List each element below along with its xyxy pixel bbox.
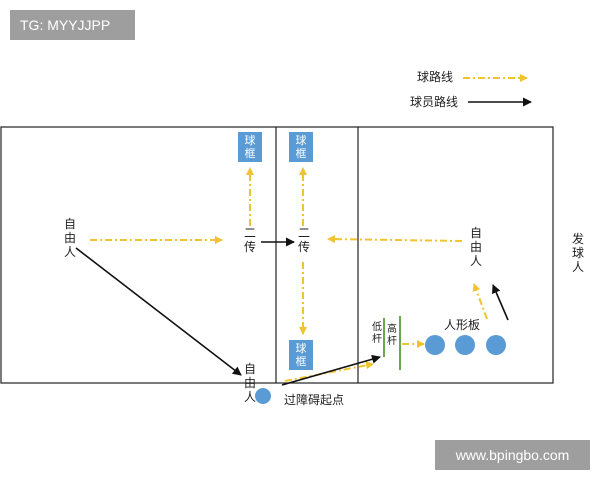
obstacle-start-label: 过障碍起点 (284, 393, 345, 407)
mannequin-3 (486, 335, 506, 355)
free-player-bottom-label: 自由人 (243, 362, 256, 404)
player-path-free-diagonal (75, 247, 242, 376)
low-pole-label: 低杆 (372, 322, 382, 345)
watermark-top-text: TG: MYYJJPP (20, 17, 111, 33)
legend-player-path-label: 球员路线 (410, 95, 459, 109)
goal-2-label: 球框 (295, 134, 307, 160)
ball-paths (90, 167, 488, 382)
goal-2: 球框 (289, 132, 313, 162)
goal-1: 球框 (238, 132, 262, 162)
player-start-marker (255, 388, 271, 404)
watermark-bottom-text: www.bpingbo.com (455, 447, 570, 463)
court-boundary (0, 126, 554, 384)
player-path-obstacle-start (281, 354, 381, 386)
free-player-right-label: 自由人 (469, 226, 482, 268)
goal-1-label: 球框 (244, 134, 256, 160)
watermark-bottom: www.bpingbo.com (435, 440, 590, 470)
ball-path-mannequin-to-free (472, 283, 488, 320)
player-paths (75, 237, 509, 386)
server-label: 发球人 (571, 232, 584, 274)
goal-3: 球框 (289, 340, 313, 370)
high-pole-label: 高杆 (387, 324, 397, 347)
legend-ball-path-label: 球路线 (417, 70, 454, 84)
watermark-top: TG: MYYJJPP (10, 10, 135, 40)
mannequin-2 (455, 335, 475, 355)
goal-3-label: 球框 (295, 342, 307, 368)
second-pass-2-label: 二传 (297, 226, 310, 254)
ball-path-right-free-to-setter (327, 235, 463, 244)
mannequin-label: 人形板 (444, 318, 481, 332)
free-player-left-label: 自由人 (63, 217, 76, 259)
player-path-mannequin-to-free (492, 284, 509, 321)
second-pass-1-label: 二传 (243, 226, 256, 254)
mannequin-1 (425, 335, 445, 355)
